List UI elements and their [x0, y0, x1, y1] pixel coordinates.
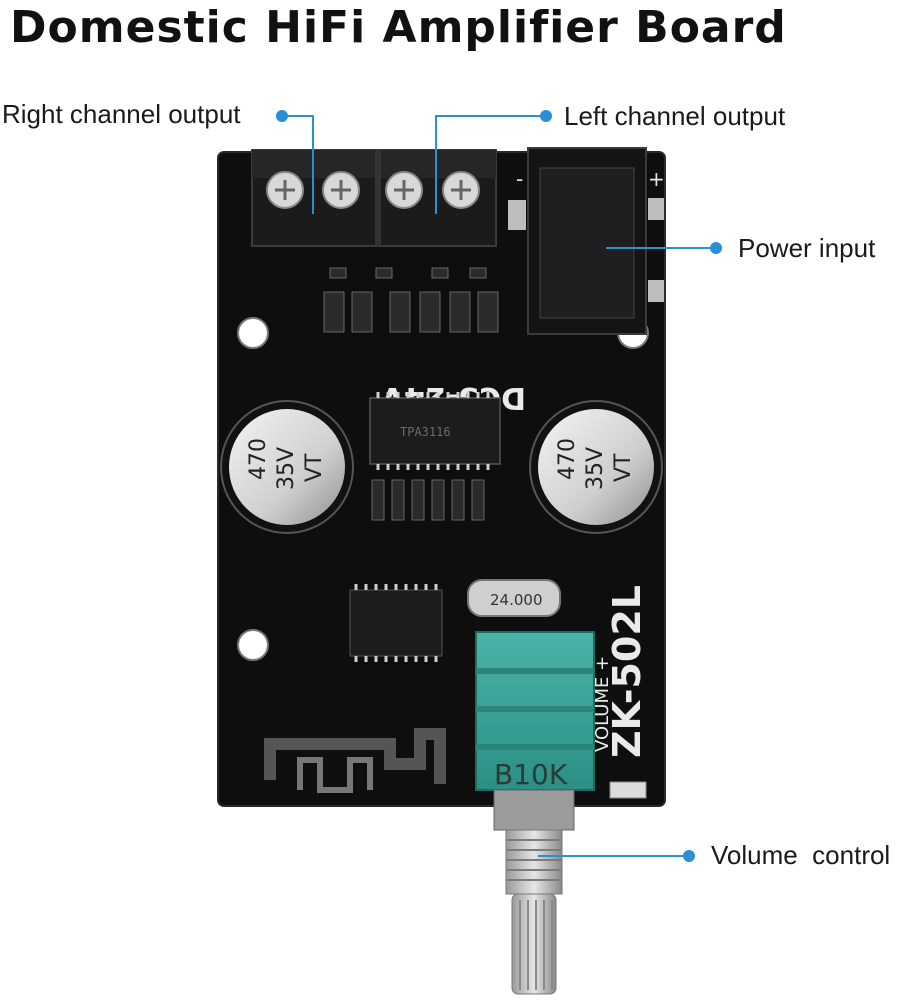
capacitor-right: 470 35V VT [529, 400, 663, 534]
amplifier-chip: TPA3116 [369, 392, 501, 470]
capacitor-left: 470 35V VT [220, 400, 354, 534]
svg-text:35V: 35V [583, 447, 608, 490]
antenna-trace [264, 728, 446, 784]
minus-silk: - [516, 167, 523, 191]
mounting-hole [237, 317, 269, 349]
crystal-oscillator: 24.000 [467, 579, 561, 617]
svg-text:VT: VT [611, 453, 636, 482]
callout-dot-volume [683, 850, 695, 862]
plus-silk: + [648, 167, 665, 191]
power-input-label: Power input [738, 233, 876, 263]
mounting-hole [237, 629, 269, 661]
callout-dot-right-channel [276, 110, 288, 122]
terminal-screws [266, 171, 480, 209]
left-channel-output-label: Left channel output [564, 101, 786, 131]
svg-text:35V: 35V [274, 447, 299, 490]
callout-dot-power [710, 242, 722, 254]
svg-text:VT: VT [302, 453, 327, 482]
svg-text:B10K: B10K [494, 758, 568, 791]
right-channel-output-label: Right channel output [2, 99, 241, 129]
pot-bushing [493, 789, 575, 831]
svg-text:470: 470 [555, 438, 580, 480]
model-silk: ZK-502L [605, 585, 649, 758]
svg-text:TPA3116: TPA3116 [400, 425, 451, 439]
callout-dot-left-channel [540, 110, 552, 122]
svg-text:470: 470 [246, 438, 271, 480]
bluetooth-chip [349, 584, 443, 662]
status-led [609, 781, 647, 799]
volume-control-label: Volume control [711, 840, 891, 870]
svg-text:24.000: 24.000 [490, 591, 543, 609]
page-title: Domestic HiFi Amplifier Board [10, 2, 787, 53]
volume-potentiometer: B10K [475, 631, 595, 791]
volume-silk: VOLUME + [592, 656, 613, 752]
